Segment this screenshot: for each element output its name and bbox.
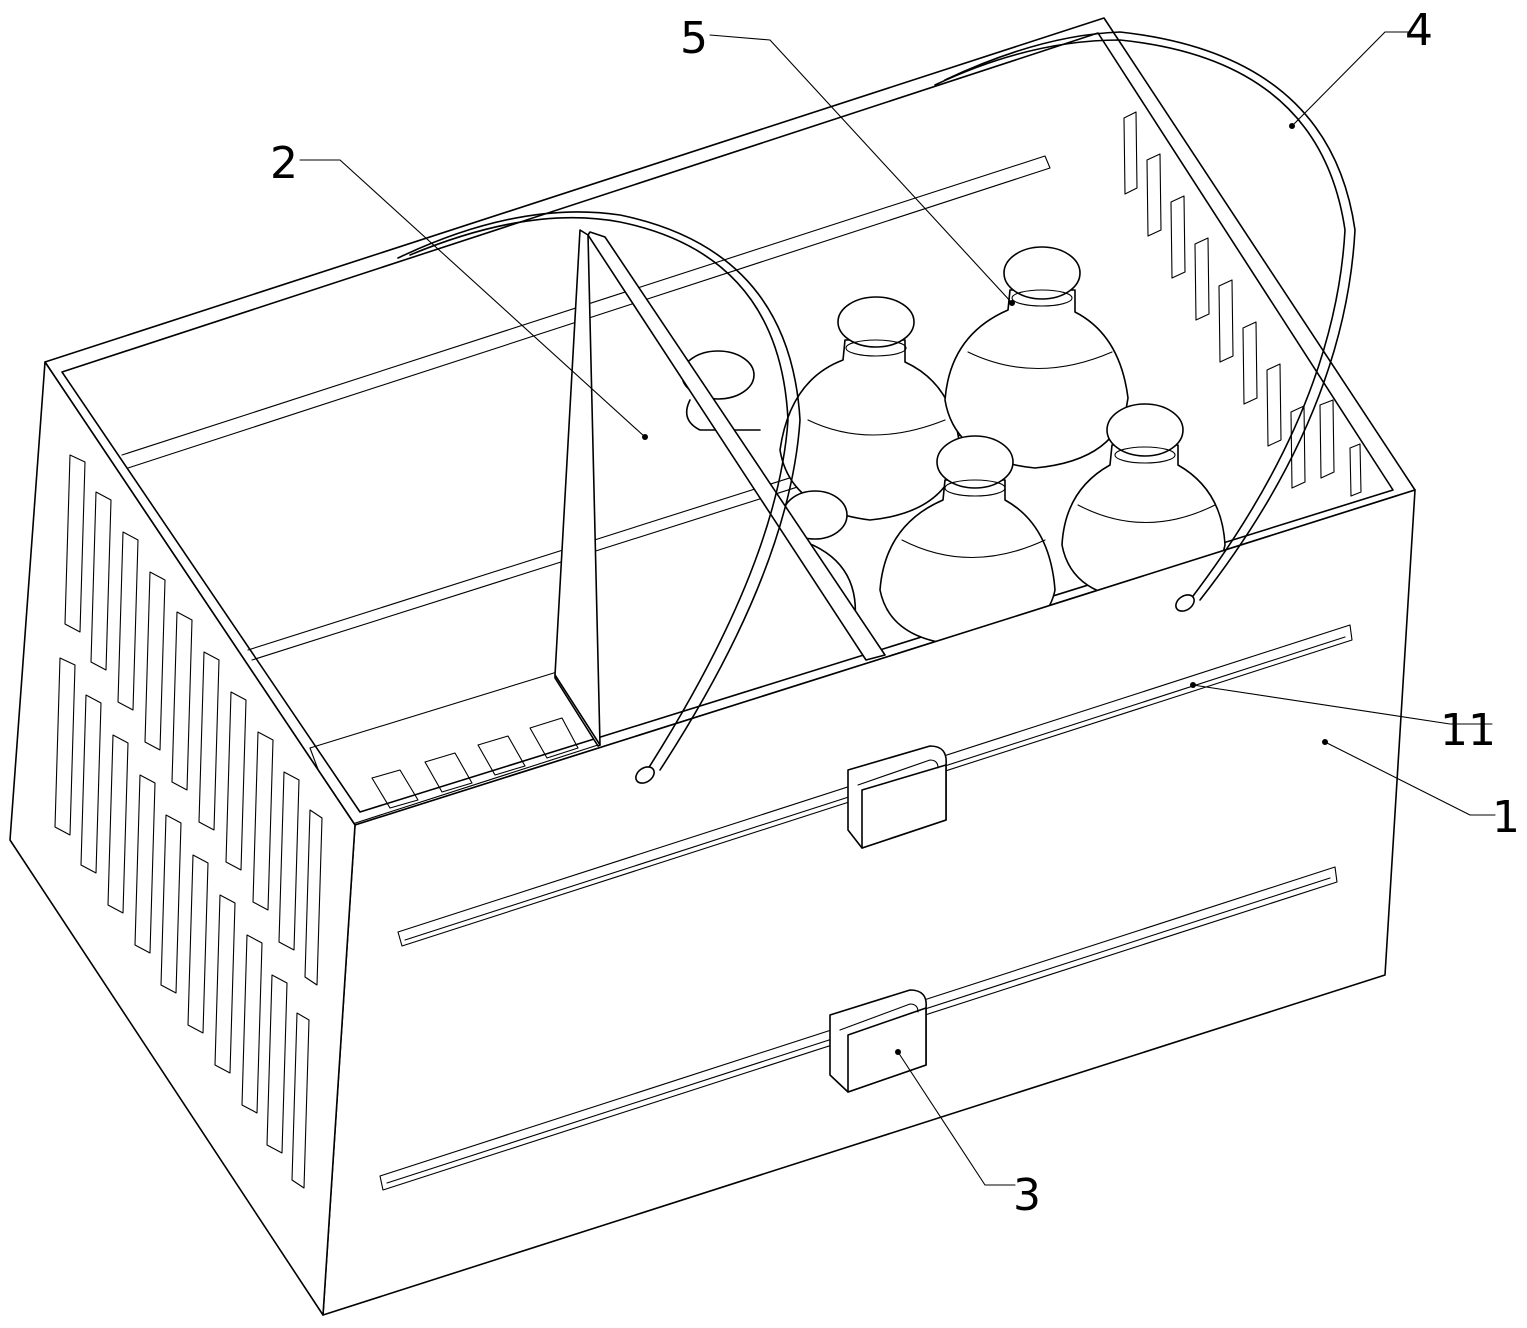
label-box: 1	[1492, 792, 1520, 843]
callout-2: 2	[270, 138, 648, 440]
label-clip: 3	[1013, 1170, 1041, 1221]
bottle	[779, 296, 961, 521]
label-handle: 4	[1405, 5, 1433, 56]
handle-front	[397, 211, 801, 784]
bottle	[944, 246, 1129, 469]
upper-clip	[847, 745, 947, 849]
callout-1: 1	[1322, 739, 1520, 843]
callout-11: 11	[1190, 682, 1496, 756]
partition-board	[554, 229, 886, 747]
label-partition: 2	[270, 138, 298, 189]
handle-back	[934, 31, 1356, 612]
lower-clip	[829, 989, 927, 1093]
bottle	[879, 435, 1056, 646]
right-wall-vent-slots	[1123, 111, 1362, 497]
label-bottle: 5	[680, 13, 708, 64]
callout-3: 3	[895, 1049, 1041, 1221]
callout-4: 4	[1289, 5, 1433, 129]
left-wall-vent-slots	[54, 454, 323, 1189]
bottle-group	[681, 246, 1226, 646]
label-slide-groove: 11	[1440, 705, 1496, 756]
callout-5: 5	[680, 13, 1015, 306]
